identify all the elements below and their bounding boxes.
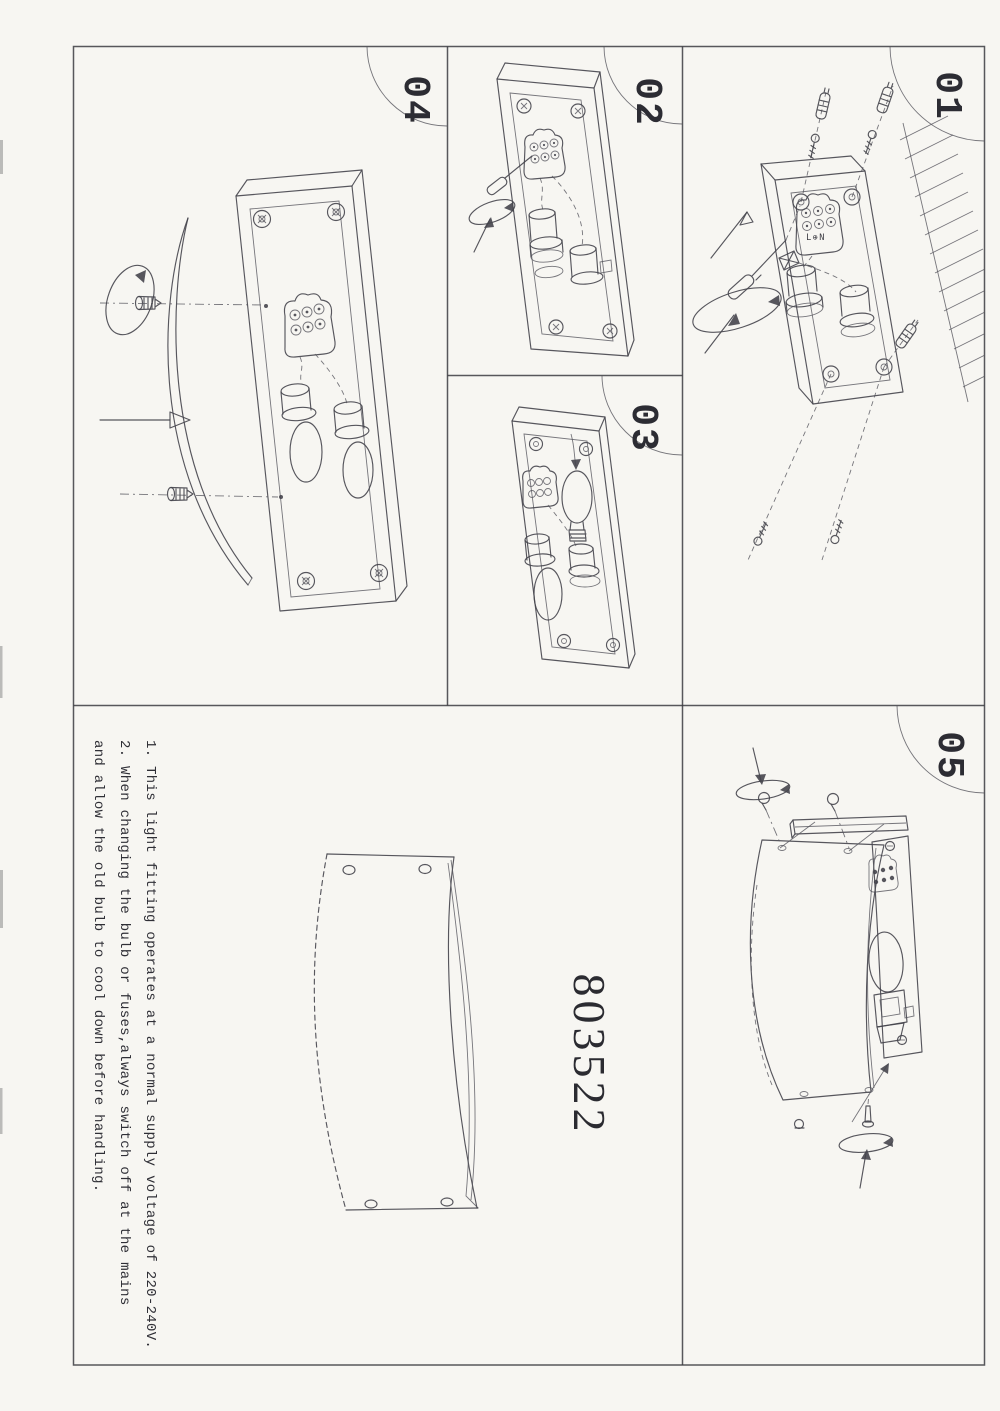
terminal-block-label: L⊕N bbox=[806, 233, 826, 243]
terminal-block bbox=[523, 128, 566, 180]
panel-02-drawing bbox=[468, 62, 635, 357]
panel-01-label: 01 bbox=[925, 71, 968, 121]
lamp-socket bbox=[568, 543, 601, 588]
screw-hole bbox=[342, 864, 356, 876]
panel-04-drawing bbox=[99, 169, 408, 612]
rotation-arrow-icon bbox=[468, 198, 516, 253]
lamp-socket bbox=[569, 244, 613, 285]
rotation-arrow-icon bbox=[105, 264, 155, 336]
panel-05-arc bbox=[896, 705, 985, 794]
glass-diffuser bbox=[749, 821, 885, 1101]
lamp-socket bbox=[839, 284, 876, 338]
terminal-block bbox=[795, 193, 844, 256]
panel-01-arc bbox=[889, 46, 985, 142]
safety-notes: 1. This light fitting operates at a norm… bbox=[82, 740, 163, 1362]
insert-arrow bbox=[571, 459, 581, 470]
fixture-side bbox=[868, 835, 923, 1059]
mounting-plate bbox=[760, 155, 904, 405]
terminal-block bbox=[522, 465, 559, 509]
product-code: 803522 bbox=[564, 973, 615, 1136]
wire bbox=[299, 356, 303, 385]
rotation-arrow-icon bbox=[692, 287, 782, 354]
thumb-screw bbox=[119, 486, 283, 502]
page-frame bbox=[72, 45, 986, 1366]
terminal-block bbox=[283, 293, 336, 358]
lamp-socket bbox=[528, 208, 564, 279]
wire bbox=[539, 177, 545, 213]
panel-04-label: 04 bbox=[393, 75, 436, 125]
mounting-plate bbox=[496, 62, 635, 357]
wall-anchors bbox=[747, 80, 921, 561]
panel-01-drawing bbox=[692, 80, 984, 561]
wall-hatching bbox=[899, 115, 984, 403]
pointer-line bbox=[851, 1063, 889, 1123]
panel-02-arc bbox=[603, 46, 683, 125]
panel-05-label: 05 bbox=[927, 731, 970, 781]
screwdriver-icon bbox=[486, 155, 533, 196]
lamp-socket bbox=[280, 383, 317, 422]
thumb-screw bbox=[793, 1118, 805, 1130]
screw-hole bbox=[364, 1199, 378, 1209]
screwdriver-icon bbox=[727, 205, 801, 300]
candle-bulb bbox=[533, 567, 563, 621]
panel-02-label: 02 bbox=[625, 77, 668, 127]
pointer-arrow bbox=[880, 1063, 889, 1074]
rotation-arrow-icon bbox=[838, 1133, 894, 1189]
candle-bulb bbox=[289, 421, 323, 483]
glass-diffuser-profile bbox=[167, 217, 253, 586]
wire bbox=[547, 504, 577, 547]
mounting-plate bbox=[235, 169, 408, 612]
note-line-1: 1. This light fitting operates at a norm… bbox=[142, 740, 158, 1350]
candle-bulb bbox=[342, 441, 374, 499]
glass-diffuser-part-drawing bbox=[313, 853, 479, 1211]
lamp-socket bbox=[524, 533, 556, 567]
mounting-bar bbox=[789, 815, 909, 839]
direction-arrow bbox=[710, 211, 754, 259]
thumb-screw bbox=[99, 295, 268, 311]
screw-hole bbox=[440, 1197, 454, 1207]
wire bbox=[314, 353, 348, 405]
candle-bulb bbox=[868, 931, 904, 993]
direction-arrow bbox=[99, 411, 191, 429]
panel-05-drawing bbox=[735, 747, 923, 1189]
rotation-arrow-icon bbox=[735, 747, 791, 801]
lamp-socket bbox=[333, 401, 370, 440]
candle-bulb bbox=[561, 470, 593, 542]
thumb-screw bbox=[861, 1093, 875, 1128]
wire-connector bbox=[778, 250, 857, 293]
panel-03-label: 03 bbox=[621, 403, 664, 453]
screw-hole bbox=[418, 863, 432, 875]
note-line-2: 2. When changing the bulb or fuses,alway… bbox=[116, 740, 132, 1306]
lamp-socket bbox=[785, 264, 824, 318]
mounting-plate bbox=[511, 406, 636, 669]
thumb-screw bbox=[826, 792, 850, 849]
panel-03-drawing bbox=[511, 406, 636, 669]
panel-03-arc bbox=[601, 375, 683, 456]
panel-04-arc bbox=[366, 46, 448, 127]
thumb-screw bbox=[757, 791, 782, 846]
note-line-3: and allow the old bulb to cool down befo… bbox=[90, 740, 106, 1193]
scan-artifacts bbox=[0, 140, 3, 1134]
